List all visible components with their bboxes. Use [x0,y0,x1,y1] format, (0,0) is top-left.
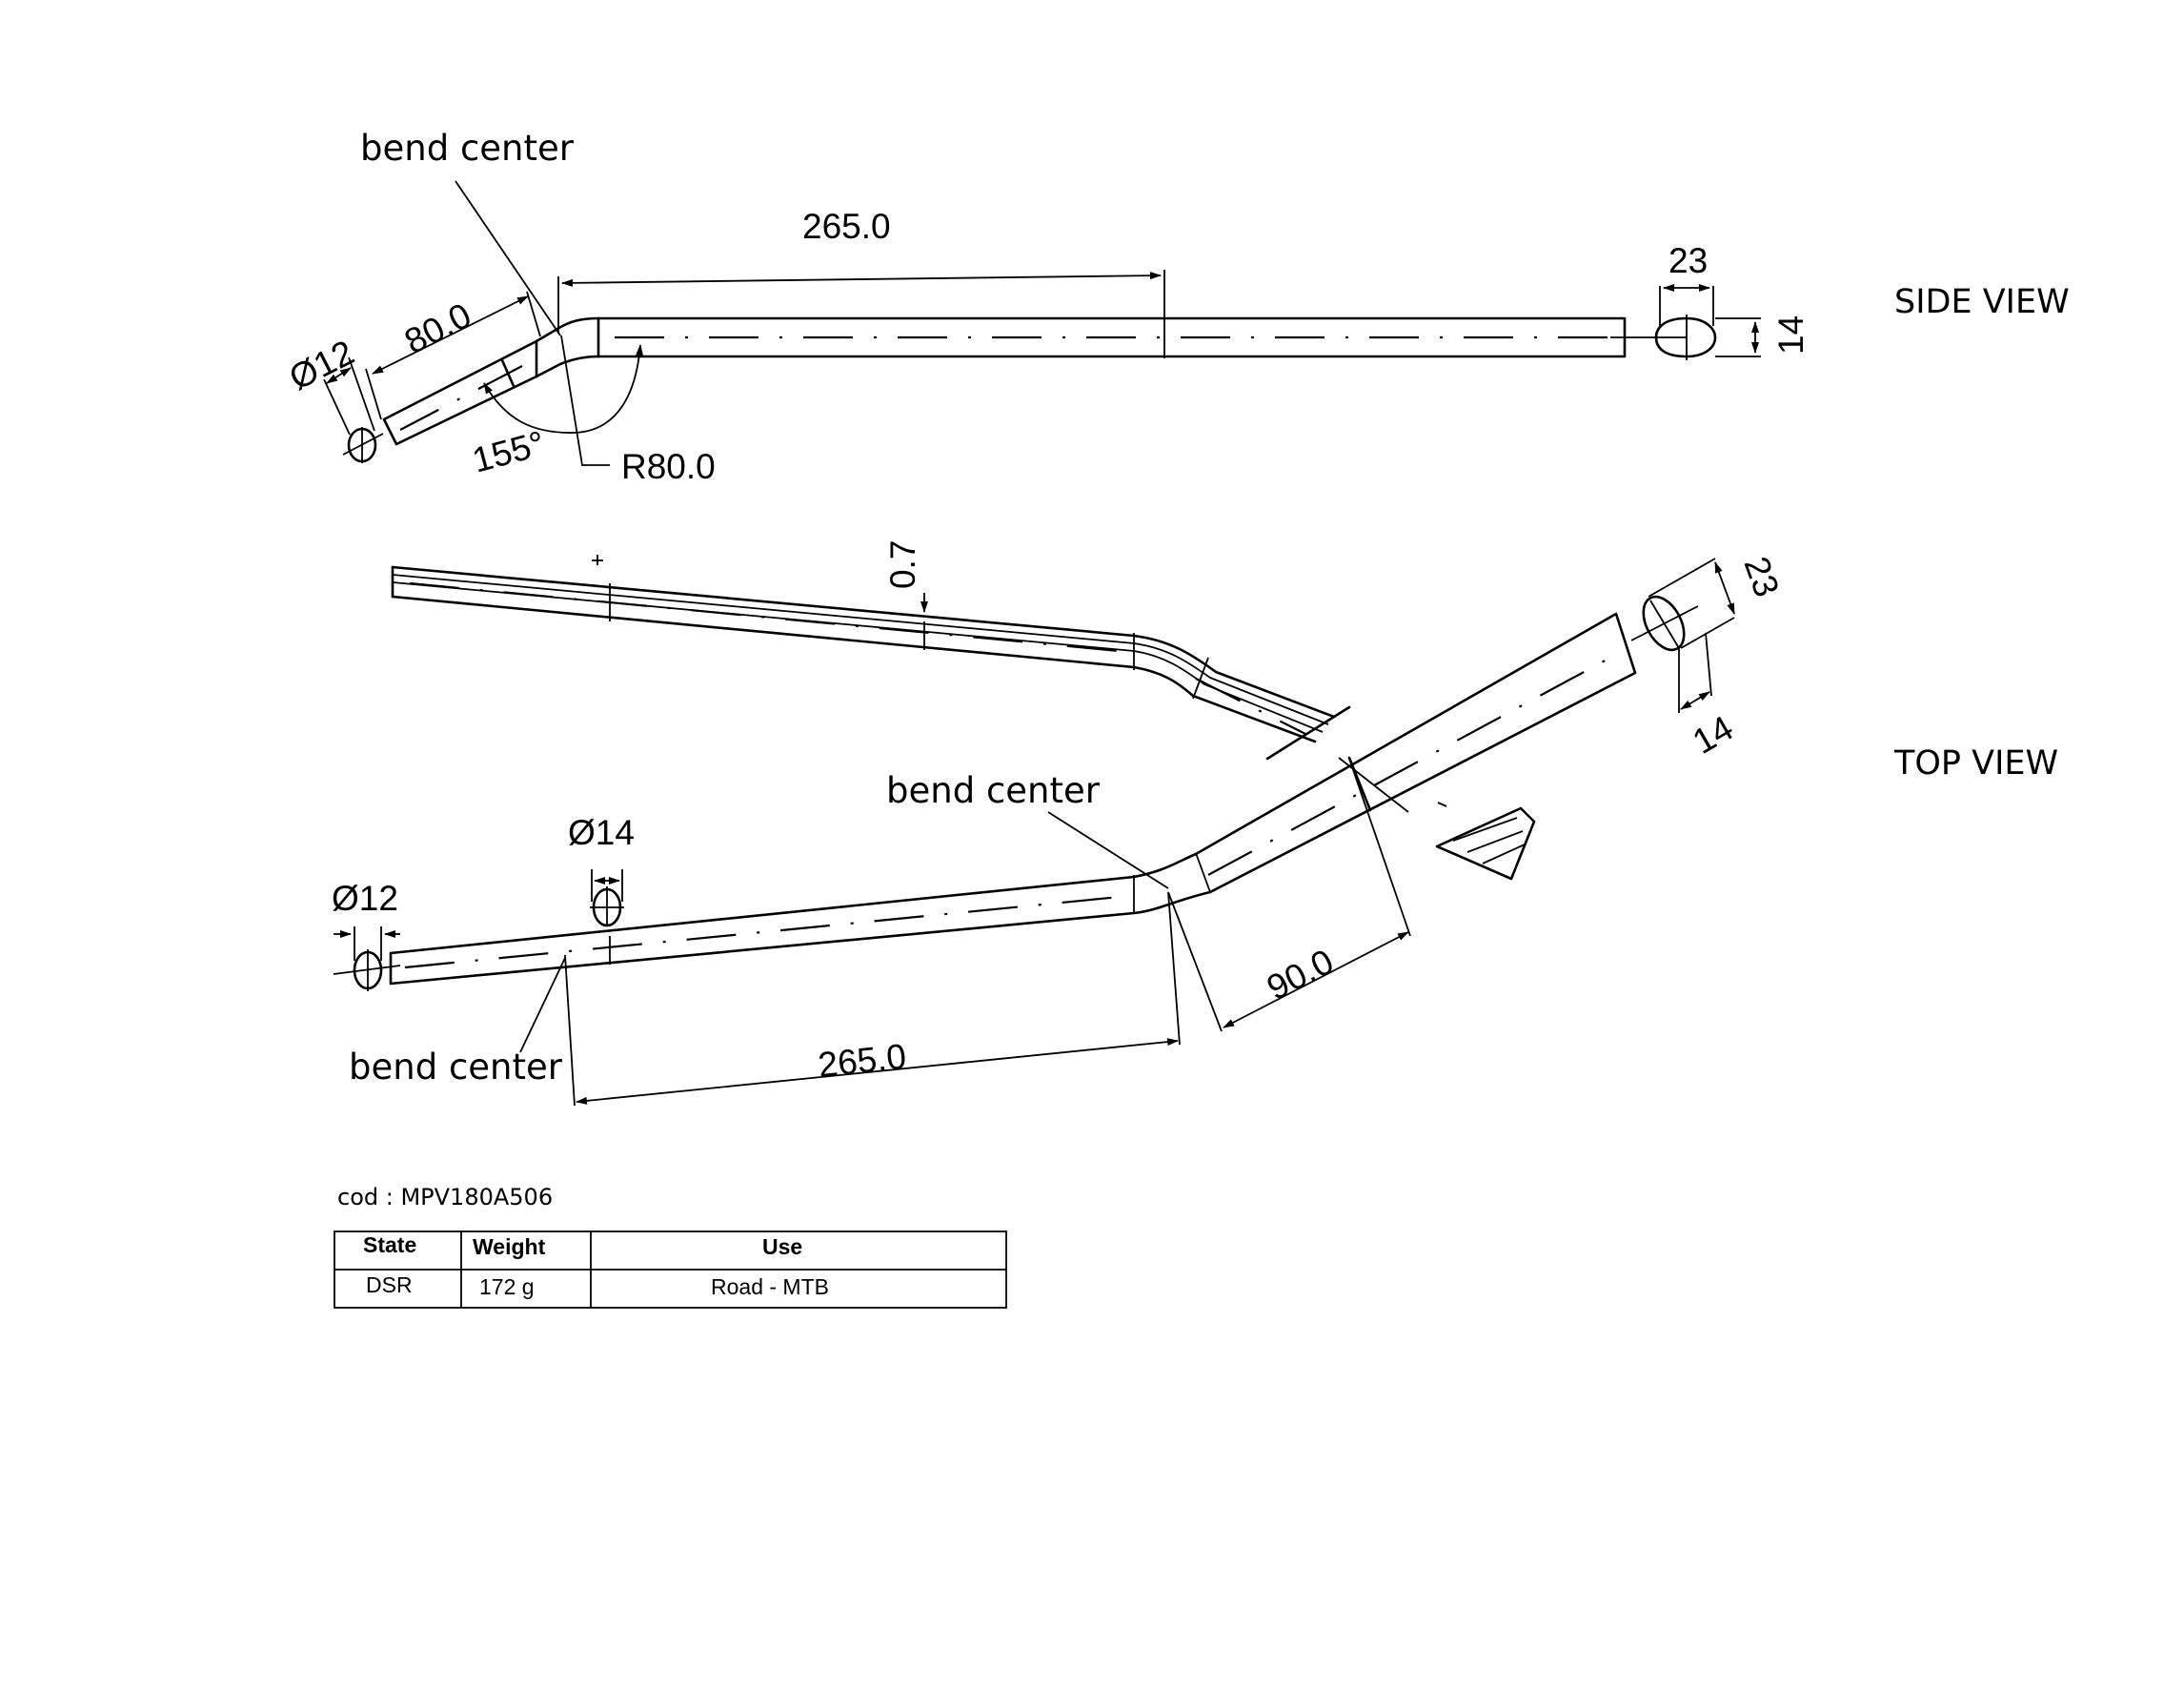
top-end-width-label: 23 [1736,552,1787,602]
table-header-weight: Weight [473,1234,546,1259]
side-view-angle-dimension: 155° [468,344,644,480]
side-view-title: SIDE VIEW [1894,283,2070,321]
side-angle-label: 155° [468,423,549,479]
side-end-height-label: 14 [1771,315,1810,355]
side-length-label: 265.0 [802,207,891,246]
table-cell-weight: 172 g [479,1274,535,1299]
side-view-length-dimension: 265.0 [557,207,1165,358]
side-view: 23 14 265.0 bend center 80.0 [283,128,2070,486]
top-view-title: TOP VIEW [1893,744,2058,783]
table-header-state: State [363,1232,416,1257]
table-header-use: Use [762,1234,802,1259]
side-radius-label: R80.0 [621,447,716,486]
top-bend-center-right-label: bend center [886,770,1101,811]
top-thickness-label: 0.7 [883,540,922,589]
table-cell-state: DSR [366,1272,413,1297]
side-tip-diameter-label: Ø12 [283,333,360,397]
top-view-end-section: 23 14 [1630,552,1787,762]
top-end-height-label: 14 [1687,708,1740,762]
side-bend-center-label: bend center [360,128,575,169]
top-view-upper-tube [391,555,1351,761]
side-view-tube [382,316,1687,446]
side-bent-length-label: 80.0 [398,295,477,361]
side-view-tip-section: Ø12 [283,333,384,463]
top-clamp-diameter-label: Ø14 [568,813,635,852]
table-cell-use: Road - MTB [711,1274,829,1299]
top-length-label: 265.0 [817,1037,908,1085]
top-view-thickness-dimension: 0.7 [883,540,928,650]
top-view-lower-tube [389,612,1637,986]
top-bend-center-left-label: bend center [349,1047,563,1088]
top-view-clamp-section: Ø14 [568,813,635,927]
spec-table: State Weight Use DSR 172 g Road - MTB [334,1230,1007,1309]
top-view: 0.7 23 [332,540,2058,1107]
top-view-tip-section: Ø12 [332,879,401,991]
side-view-radius-dimension: R80.0 [560,335,716,486]
part-code: cod : MPV180A506 [337,1184,553,1210]
side-view-end-section: 23 14 [1654,241,1810,360]
top-view-length-dimension: 265.0 [564,891,1181,1107]
top-bent-length-label: 90.0 [1261,942,1340,1007]
top-tip-diameter-label: Ø12 [332,879,398,918]
side-view-bent-length-dimension: 80.0 [365,291,541,420]
side-end-width-label: 23 [1668,241,1708,280]
